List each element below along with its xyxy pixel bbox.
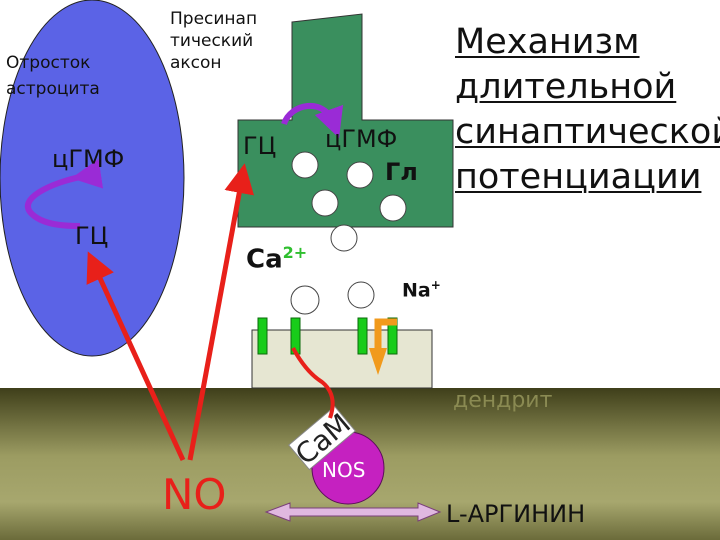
receptor-channel [257,317,268,355]
gc-astro-label: ГЦ [75,222,109,250]
vesicle [379,194,407,222]
axon-label-line: тический [170,31,254,51]
sodium-charge: + [430,278,441,292]
gc-axon-label: ГЦ [243,132,277,160]
cgmp-astro-label: цГМФ [52,145,125,173]
astrocyte-label-line: астроцита [6,79,100,99]
calcium-charge: 2+ [282,243,308,262]
receptor-channel [387,317,398,355]
astrocyte-label-line: Отросток [6,53,91,73]
na-arrow-shaft [374,318,397,348]
vesicle [347,281,375,309]
no-label: NO [162,470,227,519]
cgmp-axon-label: цГМФ [325,125,398,153]
no-to-astrocyte-arrow [86,251,186,462]
vesicle [311,189,339,217]
glutamate-label: Гл [385,158,418,186]
arginine-label: L-АРГИНИН [446,500,586,528]
title-line: длительной [455,67,677,107]
na-arrow-head [369,348,387,375]
vesicle [346,161,374,189]
nos-label: NOS [322,458,366,482]
astrocyte-label: Отросток астроцита [6,50,100,102]
axon-label-line: Пресинап [170,9,258,29]
dendrite-label: дендрит [453,388,553,413]
vesicle [291,151,319,179]
no-to-axon-arrow [187,163,255,461]
sodium-label: Na+ [402,278,441,301]
axon-cycle-arrow [281,103,344,139]
title-line: Механизм [455,22,640,62]
calcium-label: Ca2+ [246,243,307,275]
arginine-arrow [264,502,442,522]
postsynaptic-spine [251,329,433,389]
title-line: потенциации [455,157,702,197]
vesicle [330,224,358,252]
ca-to-cam-arrow [291,347,335,419]
presynaptic-axon [237,13,454,228]
receptor-channel [357,317,368,355]
axon-label-line: аксон [170,53,222,73]
axon-label: Пресинап тический аксон [170,8,257,74]
vesicle [290,285,320,315]
calcium-symbol: Ca [246,244,283,275]
diagram-title: Механизм длительной синаптической потенц… [455,20,720,200]
astro-cycle-arrow [24,158,104,229]
title-line: синаптической [455,112,720,152]
sodium-symbol: Na [402,279,431,302]
